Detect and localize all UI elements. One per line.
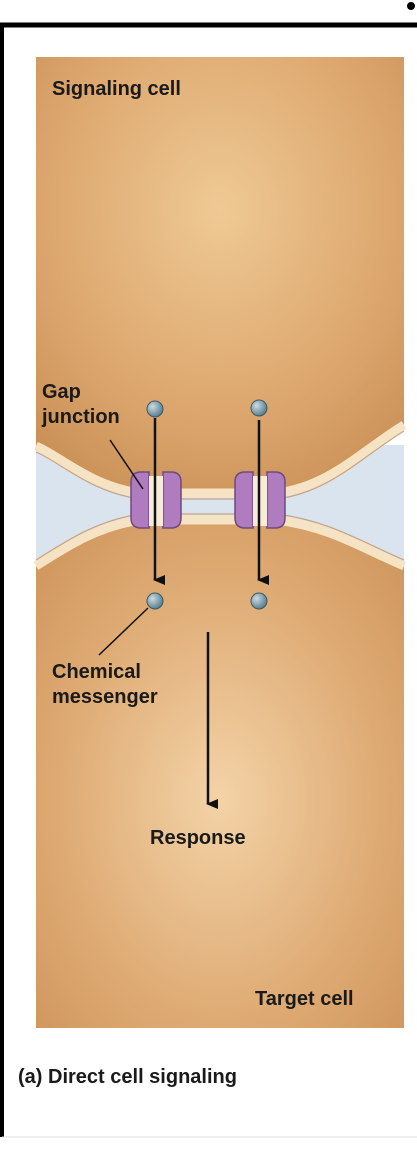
target-cell-label: Target cell <box>255 988 354 1010</box>
figure-caption: (a) Direct cell signaling <box>18 1066 237 1089</box>
signaling-cell <box>36 57 404 493</box>
gap-junction-leader <box>109 439 144 490</box>
caption-tag: (a) <box>18 1066 43 1088</box>
caption-text: Direct cell signaling <box>48 1066 237 1088</box>
gap-junction-label-line2: junction <box>42 406 120 428</box>
chemical-messenger-label: Chemical messenger <box>52 660 158 710</box>
messenger-dot-top-right <box>250 399 268 417</box>
chemical-messenger-leader <box>98 607 149 656</box>
messenger-dot-bottom-left <box>146 592 164 610</box>
gap-junction-label: Gap junction <box>42 380 120 430</box>
chemical-messenger-label-line1: Chemical <box>52 661 141 683</box>
response-label: Response <box>150 827 246 849</box>
gap-junction-channel-left <box>130 471 182 529</box>
messenger-dot-top-left <box>146 400 164 418</box>
target-cell <box>36 520 404 1028</box>
gap-junction-label-line1: Gap <box>42 381 81 403</box>
frame-corner-dot <box>407 2 415 10</box>
messenger-dot-bottom-right <box>250 592 268 610</box>
chemical-messenger-label-line2: messenger <box>52 686 158 708</box>
signaling-cell-label: Signaling cell <box>52 78 181 100</box>
